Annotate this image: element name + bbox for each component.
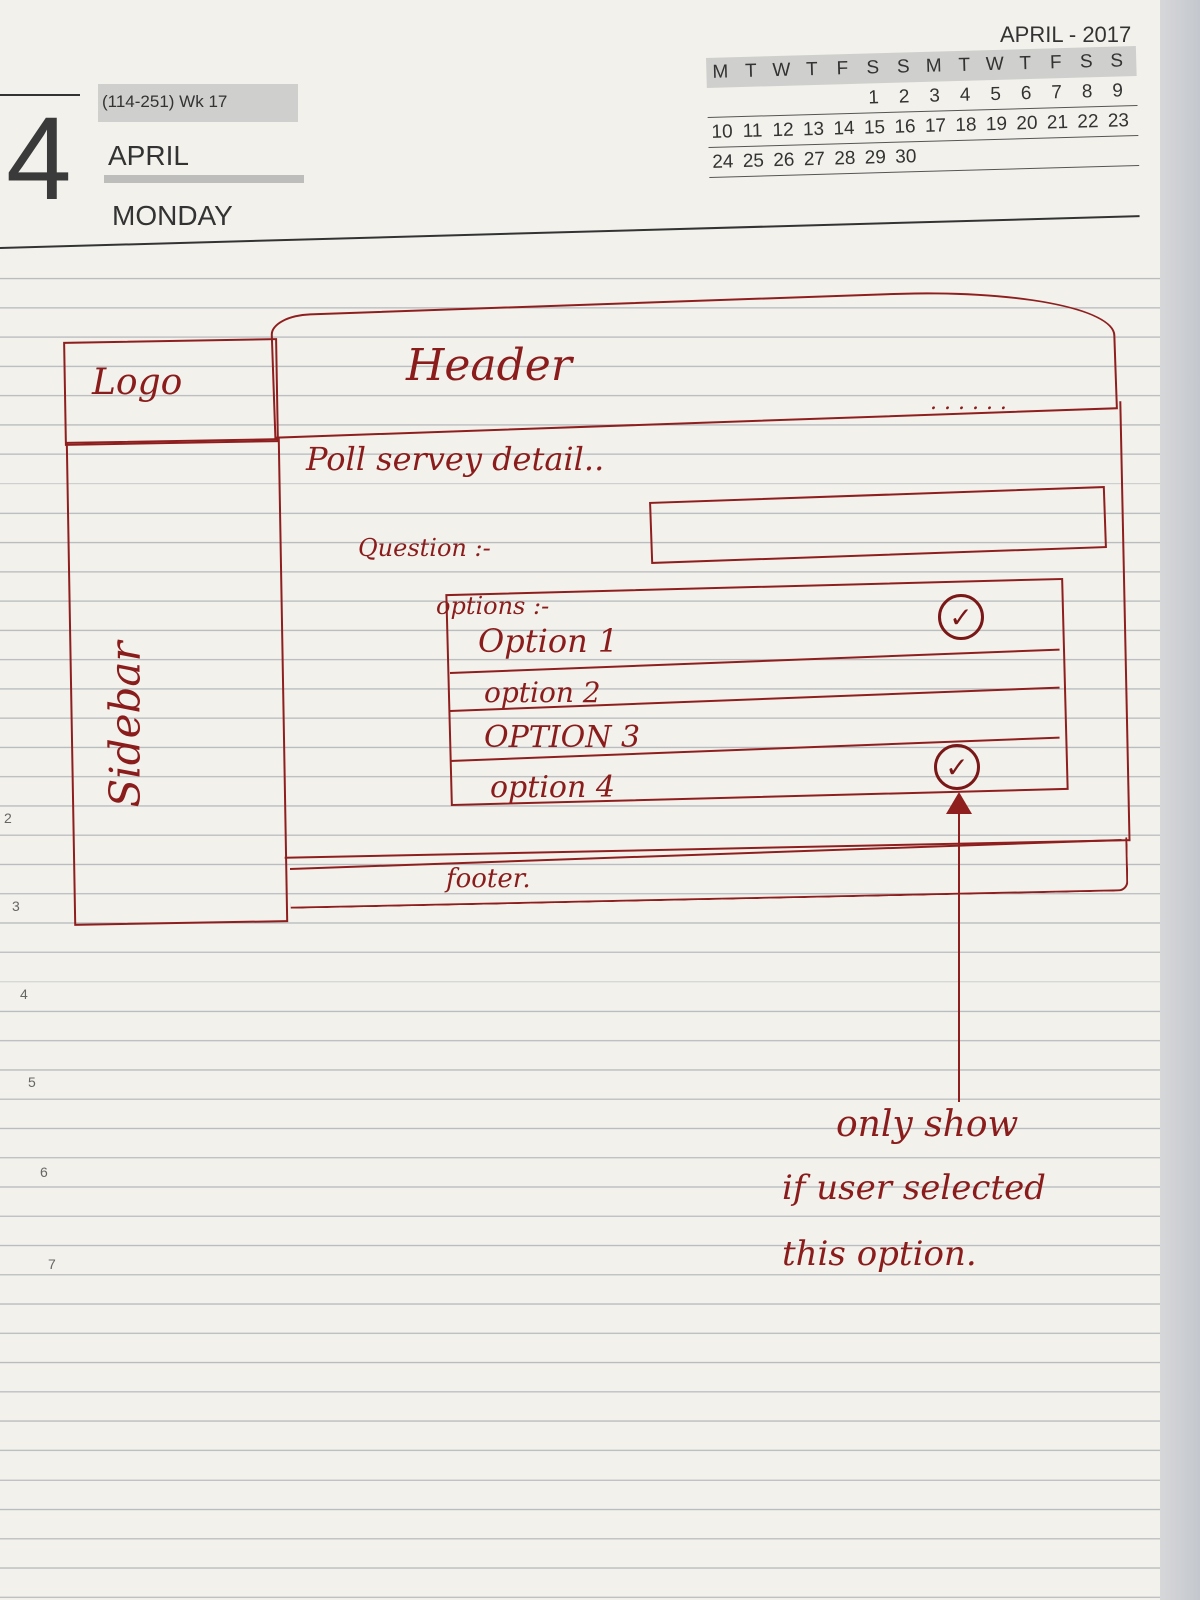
calendar-day: 13 <box>802 118 825 141</box>
calendar-day <box>798 89 826 90</box>
calendar-day: 19 <box>985 113 1008 136</box>
calendar-day: 8 <box>1081 81 1093 103</box>
annotation-line-1: only show <box>836 1104 1019 1145</box>
page-edge <box>1160 0 1200 1600</box>
calendar-day <box>1044 142 1072 143</box>
logo-label: Logo <box>92 362 183 403</box>
calendar-day: 2 <box>898 86 910 108</box>
calendar-day <box>953 144 981 145</box>
calendar-weekday: M <box>925 55 943 77</box>
calendar-day: 7 <box>1051 82 1063 104</box>
calendar-weekday: F <box>836 58 849 80</box>
calendar-day: 17 <box>924 115 947 137</box>
calendar-day: 3 <box>929 85 941 107</box>
calendar-day: 5 <box>990 83 1002 106</box>
question-label: Question :- <box>358 534 491 562</box>
calendar-day: 6 <box>1020 82 1032 105</box>
calendar-day: 25 <box>742 150 765 173</box>
margin-hour-number: 4 <box>20 986 28 1002</box>
calendar-day: 14 <box>833 117 855 140</box>
calendar-weekday: T <box>744 60 757 82</box>
margin-hour-number: 7 <box>48 1256 56 1272</box>
calendar-day: 16 <box>894 116 916 138</box>
margin-hour-number: 2 <box>4 810 12 826</box>
option-2-label[interactable]: option 2 <box>484 676 601 709</box>
calendar-weekday: W <box>772 59 791 82</box>
sidebar-label: Sidebar <box>100 641 150 808</box>
calendar-day: 11 <box>742 120 763 143</box>
calendar-day: 10 <box>711 121 733 143</box>
margin-hour-number: 5 <box>28 1074 36 1090</box>
calendar-weekday: T <box>805 58 818 81</box>
calendar-title: APRIL - 2017 <box>1000 22 1132 47</box>
calendar-day: 20 <box>1016 112 1038 135</box>
annotation-line-2: if user selected <box>782 1168 1046 1208</box>
calendar-day: 9 <box>1111 80 1124 102</box>
footer-label: footer. <box>446 864 531 894</box>
calendar-day: 27 <box>803 148 826 171</box>
day-number: 4 <box>6 93 72 225</box>
calendar-day: 12 <box>772 119 794 142</box>
calendar-day: 28 <box>833 147 856 170</box>
calendar-day: 4 <box>959 84 971 106</box>
calendar-day <box>983 144 1011 145</box>
margin-hour-number: 3 <box>12 898 20 914</box>
calendar-day: 30 <box>894 146 917 168</box>
options-label: options :- <box>436 592 550 620</box>
calendar-day <box>829 88 857 89</box>
week-info: (114-251) Wk 17 <box>102 92 228 111</box>
margin-hour-number: 6 <box>40 1164 48 1180</box>
calendar-day <box>707 91 735 92</box>
calendar-day <box>768 90 796 91</box>
header-label: Header <box>406 340 572 391</box>
top-rule <box>0 94 80 96</box>
option-1-label[interactable]: Option 1 <box>478 622 619 660</box>
annotation-line-3: this option. <box>782 1234 977 1274</box>
arrow-head-icon <box>946 792 972 814</box>
calendar-day: 18 <box>955 114 977 137</box>
calendar-weekday: M <box>712 61 729 83</box>
calendar-weekday: T <box>1019 52 1032 75</box>
option-4-label[interactable]: option 4 <box>490 770 615 805</box>
calendar-weekday: S <box>1110 50 1124 72</box>
calendar-day: 23 <box>1107 110 1130 132</box>
calendar-weekday: W <box>985 53 1005 76</box>
month-bar <box>104 175 304 183</box>
calendar-day <box>922 145 950 146</box>
annotation-arrow <box>958 796 960 1102</box>
month-name: APRIL <box>108 140 189 171</box>
calendar-weekday: S <box>1079 51 1093 73</box>
calendar-day: 24 <box>712 151 734 173</box>
calendar-day <box>1105 140 1133 141</box>
option-1-check-icon[interactable]: ✓ <box>938 594 984 640</box>
calendar-day: 21 <box>1046 111 1069 134</box>
header-dots: . . . . . . <box>930 390 1007 415</box>
week-box <box>98 84 298 122</box>
calendar-weekday: S <box>866 57 880 79</box>
calendar-day: 26 <box>773 149 795 172</box>
section-title: Poll servey detail.. <box>306 440 605 478</box>
calendar-weekday: T <box>958 54 971 76</box>
calendar-day: 15 <box>863 117 886 139</box>
sidebar-box <box>65 438 289 926</box>
option-3-label[interactable]: OPTION 3 <box>484 720 641 755</box>
calendar-day <box>737 90 765 91</box>
option-4-check-icon[interactable]: ✓ <box>934 744 980 790</box>
calendar-day <box>1014 143 1042 144</box>
calendar-weekday: F <box>1049 52 1062 74</box>
calendar-day: 22 <box>1077 111 1099 133</box>
calendar-day <box>1074 141 1102 142</box>
calendar-day: 29 <box>864 147 887 169</box>
calendar-day: 1 <box>868 87 880 109</box>
calendar-weekday: S <box>896 56 910 78</box>
weekday-name: MONDAY <box>112 200 233 231</box>
